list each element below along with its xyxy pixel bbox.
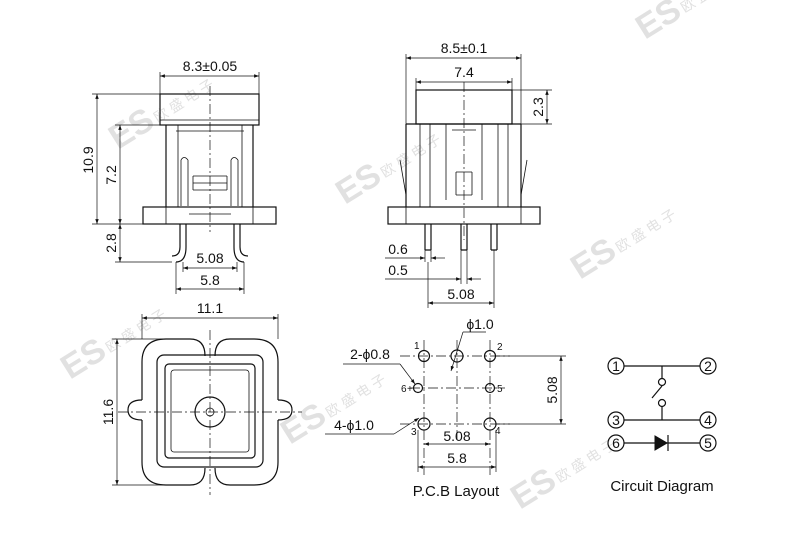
led-diode-icon bbox=[654, 435, 668, 451]
front-body bbox=[165, 125, 254, 207]
pcb-layout: 1 2 3 4 5 6 + ϕ1.0 2-ϕ0.8 4-ϕ1.0 5.08 5.… bbox=[325, 316, 566, 500]
side-pin-w2-label: 0.5 bbox=[388, 262, 408, 278]
pcb-hole-center bbox=[450, 349, 464, 363]
node-4 bbox=[699, 411, 717, 429]
pcb-pin-plus: + bbox=[407, 384, 413, 395]
front-pin-span-label: 5.8 bbox=[200, 272, 220, 288]
watermark-cn: 欧 盛 电 子 bbox=[323, 371, 389, 420]
side-pin-1 bbox=[424, 224, 432, 251]
watermark-brand: ES bbox=[54, 331, 113, 387]
front-width-label: 8.3±0.05 bbox=[183, 58, 238, 74]
watermark-cn: 欧 盛 电 子 bbox=[103, 306, 169, 355]
top-view: 11.1 11.6 bbox=[100, 300, 302, 495]
side-pin-2 bbox=[460, 224, 468, 251]
side-cap-height-label: 2.3 bbox=[530, 97, 546, 117]
node-6-label: 6 bbox=[612, 435, 620, 451]
pcb-span-label: 5.8 bbox=[447, 450, 467, 466]
watermark-cn: 欧 盛 电 子 bbox=[553, 436, 619, 485]
front-pin-pitch-label: 5.08 bbox=[196, 250, 223, 266]
side-pin-pitch-label: 5.08 bbox=[447, 286, 474, 302]
pcb-hole-6 bbox=[412, 382, 424, 394]
node-2 bbox=[699, 357, 717, 375]
front-pin-left bbox=[171, 224, 187, 263]
watermark-brand: ES bbox=[504, 461, 563, 517]
pcb-switch-hole-label: 4-ϕ1.0 bbox=[334, 417, 374, 433]
node-4-label: 4 bbox=[704, 412, 712, 428]
pcb-caption: P.C.B Layout bbox=[413, 483, 500, 500]
watermark-cn: 欧 盛 电 子 bbox=[151, 76, 217, 125]
node-3 bbox=[607, 411, 625, 429]
watermark-brand: ES bbox=[629, 0, 688, 47]
pcb-hole-5 bbox=[484, 382, 496, 394]
pcb-pin-1: 1 bbox=[414, 341, 420, 352]
watermark-brand: ES bbox=[564, 231, 623, 287]
watermark-cn: 欧 盛 电 子 bbox=[678, 0, 744, 15]
top-width-label: 11.1 bbox=[197, 300, 223, 316]
front-body-height-label: 7.2 bbox=[103, 165, 119, 185]
node-3-label: 3 bbox=[612, 412, 620, 428]
watermark-brand: ES bbox=[274, 396, 333, 452]
side-pin-w1-label: 0.6 bbox=[388, 241, 408, 257]
switch-lever bbox=[651, 385, 663, 399]
node-1 bbox=[607, 357, 625, 375]
front-height-label: 10.9 bbox=[80, 146, 96, 173]
watermark-brand: ES bbox=[102, 101, 161, 157]
watermark-cn: 欧 盛 电 子 bbox=[613, 206, 679, 255]
pcb-hole-3 bbox=[417, 417, 431, 431]
node-5-label: 5 bbox=[704, 435, 712, 451]
side-pin-3 bbox=[490, 224, 498, 251]
side-view: 8.5±0.1 7.4 2.3 0.6 0.5 5.08 bbox=[385, 40, 552, 308]
circuit-caption: Circuit Diagram bbox=[610, 478, 713, 495]
watermark-cn: 欧 盛 电 子 bbox=[378, 131, 444, 180]
watermarks: ES欧 盛 电 子 ES欧 盛 电 子 ES欧 盛 电 子 ES欧 盛 电 子 … bbox=[54, 0, 744, 517]
front-view: 8.3±0.05 10.9 7.2 2.8 5.08 5.8 bbox=[80, 58, 277, 294]
side-cap-width-label: 7.4 bbox=[454, 64, 474, 80]
front-base bbox=[142, 206, 277, 225]
watermark-brand: ES bbox=[329, 156, 388, 212]
pcb-hole-1 bbox=[417, 349, 431, 363]
pcb-pin-3: 3 bbox=[411, 427, 417, 438]
node-1-label: 1 bbox=[612, 358, 620, 374]
node-5 bbox=[699, 434, 717, 452]
pcb-hole-2 bbox=[483, 349, 497, 363]
top-lug bbox=[141, 338, 206, 400]
pcb-col-pitch-label: 5.08 bbox=[443, 428, 470, 444]
pcb-pin-6: 6 bbox=[401, 384, 407, 395]
front-pin-height-label: 2.8 bbox=[103, 233, 119, 253]
pcb-pin-5: 5 bbox=[497, 384, 503, 395]
pcb-pin-2: 2 bbox=[497, 342, 503, 353]
side-width-label: 8.5±0.1 bbox=[441, 40, 488, 56]
top-height-label: 11.6 bbox=[100, 399, 116, 425]
pcb-row-pitch-label: 5.08 bbox=[544, 376, 560, 403]
pcb-pin-4: 4 bbox=[495, 426, 501, 437]
node-2-label: 2 bbox=[704, 358, 712, 374]
pcb-led-hole-label: 2-ϕ0.8 bbox=[350, 346, 390, 362]
node-6 bbox=[607, 434, 625, 452]
front-pin-right bbox=[233, 224, 249, 263]
side-base bbox=[387, 206, 541, 225]
front-cap bbox=[159, 93, 260, 126]
circuit-diagram: 1 2 3 4 6 5 Circuit Diagram bbox=[607, 357, 717, 495]
pcb-center-hole-label: ϕ1.0 bbox=[466, 316, 494, 332]
